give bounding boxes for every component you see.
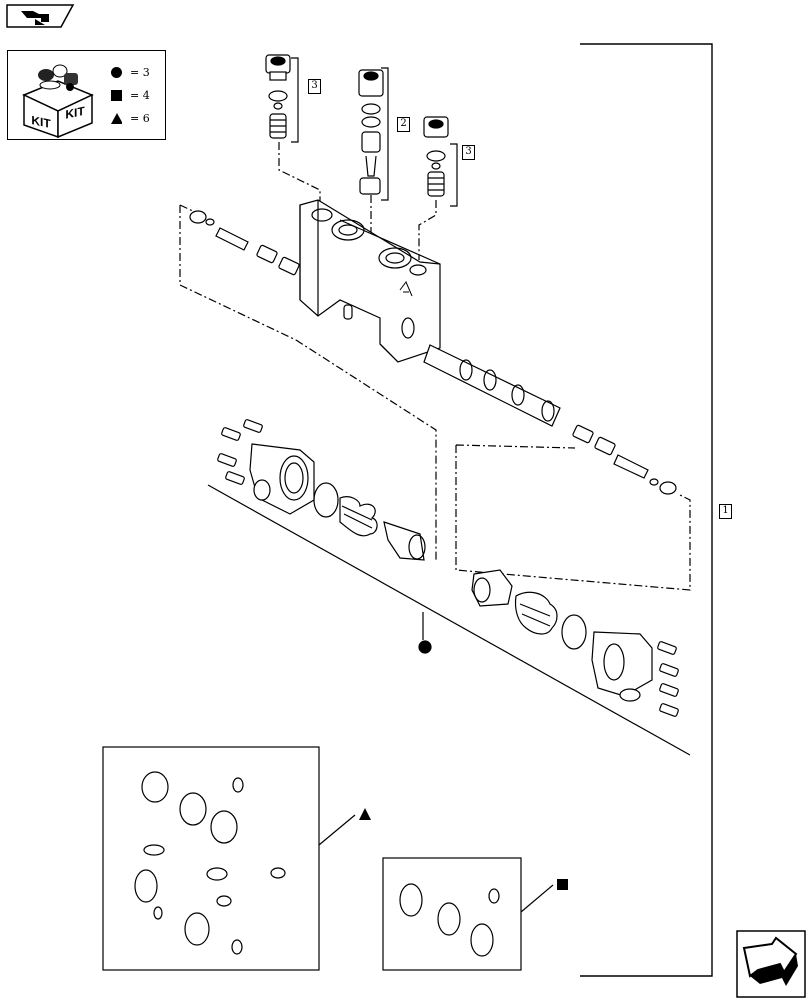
legend-triangle-value: = 6 — [130, 112, 150, 125]
legend-circle-value: = 3 — [130, 66, 150, 79]
next-page-arrow-icon — [736, 930, 806, 998]
legend-square-value: = 4 — [130, 89, 150, 102]
callout-relief-valve-right[interactable]: 3 — [462, 145, 475, 160]
spool — [423, 344, 561, 427]
seal-kit-small-square-marker — [557, 879, 568, 890]
legend-row-circle: = 3 — [111, 66, 150, 79]
left-end-cap-group — [217, 419, 426, 561]
seal-kit-large-box — [102, 746, 320, 971]
valve-body — [299, 199, 441, 363]
circle-icon — [111, 67, 122, 78]
next-page-button[interactable] — [736, 930, 806, 998]
relief-valve-middle — [358, 67, 389, 201]
kit-label-left: KIT — [31, 113, 51, 131]
relief-valve-right — [423, 116, 458, 207]
kit-box-icon: KIT KIT — [22, 64, 94, 139]
kit-label-right: KIT — [65, 104, 85, 122]
callout-relief-valve-middle[interactable]: 2 — [397, 117, 410, 132]
relief-valve-top — [265, 54, 299, 143]
callout-relief-valve-top[interactable]: 3 — [308, 79, 321, 94]
spool-kit-marker — [418, 640, 432, 654]
seal-kit-small-box — [382, 857, 522, 971]
right-end-cap-group — [471, 569, 679, 717]
triangle-icon — [111, 113, 122, 124]
kit-legend: KIT KIT = 3 = 4 = 6 — [7, 50, 166, 140]
back-button[interactable] — [5, 3, 77, 29]
callout-section-assembly[interactable]: 1 — [719, 504, 732, 519]
back-arrow-icon — [6, 4, 75, 28]
legend-row-triangle: = 6 — [111, 112, 150, 125]
seal-kit-large-seals — [134, 771, 286, 955]
seal-kit-large-triangle-marker — [359, 808, 371, 820]
left-detent-parts — [189, 210, 300, 276]
square-icon — [111, 90, 122, 101]
right-detent-parts — [572, 424, 677, 495]
seal-kit-small-seals — [399, 883, 500, 957]
legend-row-square: = 4 — [111, 89, 150, 102]
